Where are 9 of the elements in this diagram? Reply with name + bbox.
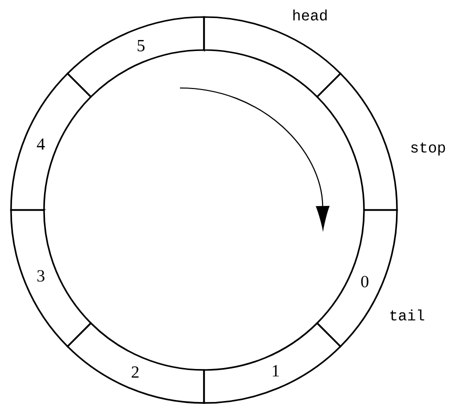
buffer-slot: 1	[203, 322, 342, 404]
pointer-label: stop	[411, 142, 445, 156]
buffer-slot	[316, 72, 398, 211]
buffer-slot: 2	[66, 322, 205, 404]
pointer-label: tail	[390, 309, 424, 320]
buffer-slot: 5	[66, 16, 205, 98]
buffer-slot: 4	[10, 72, 92, 211]
buffer-slot: 3	[10, 209, 92, 348]
pointer-label: head	[293, 9, 327, 21]
